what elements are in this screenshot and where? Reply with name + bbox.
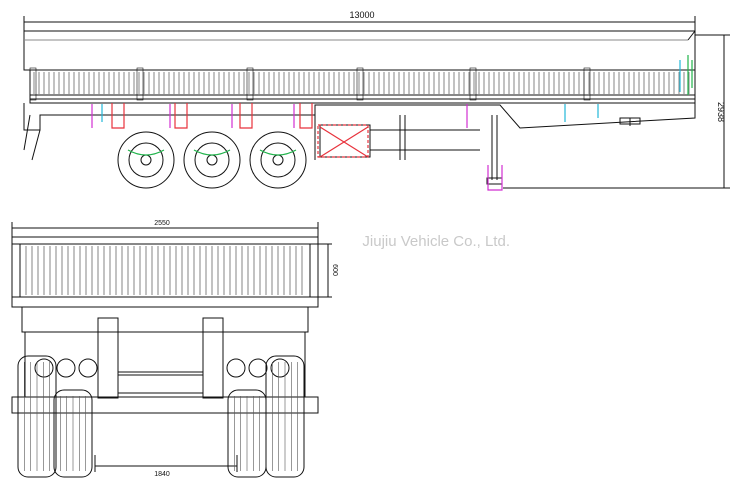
watermark: Jiujiu Vehicle Co., Ltd. <box>362 233 510 250</box>
side-view <box>23 16 730 189</box>
side-wheels <box>117 131 307 189</box>
height-dimension: 2938 <box>716 102 726 122</box>
side-height-dimension: 600 <box>331 264 338 276</box>
side-post <box>583 67 591 101</box>
side-post <box>469 67 477 101</box>
length-dimension: 13000 <box>349 10 374 20</box>
width-dimension: 2550 <box>154 220 170 227</box>
side-post <box>29 67 37 101</box>
rear-tires <box>17 355 305 478</box>
rear-tire <box>17 355 57 478</box>
rear-tire <box>265 355 305 478</box>
rear-panel-slats <box>25 246 303 295</box>
track-dimension: 1840 <box>154 471 170 478</box>
rear-view <box>11 222 332 472</box>
rear-tire <box>53 389 93 478</box>
side-post <box>136 67 144 101</box>
side-post <box>356 67 364 101</box>
side-accents <box>91 55 693 191</box>
side-panel-slats <box>29 67 690 101</box>
side-post <box>246 67 254 101</box>
